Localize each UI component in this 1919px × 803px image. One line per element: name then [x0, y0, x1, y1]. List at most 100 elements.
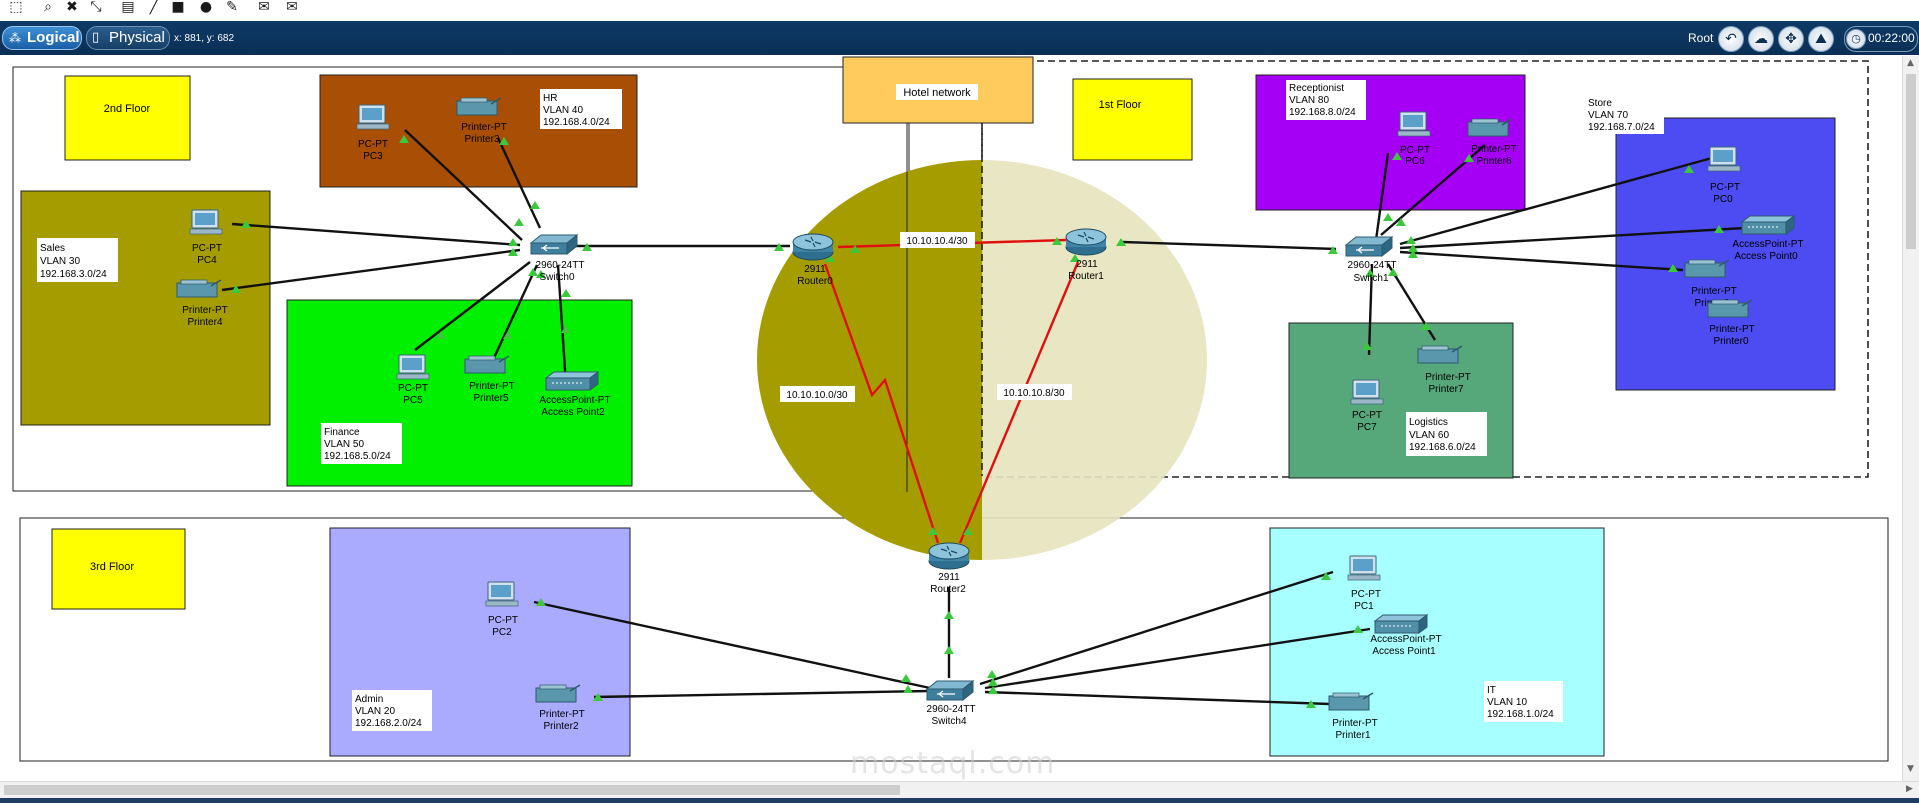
svg-text:Admin: Admin: [355, 694, 383, 705]
delete-icon[interactable]: ✖: [66, 0, 78, 15]
svg-text:Printer6: Printer6: [1476, 156, 1511, 167]
svg-text:Finance: Finance: [324, 427, 360, 438]
router1-device[interactable]: 2911 Router1: [1065, 228, 1107, 282]
horizontal-scrollbar[interactable]: ▶: [0, 781, 1919, 799]
svg-text:Printer-PT: Printer-PT: [1332, 718, 1378, 729]
svg-text:Printer-PT: Printer-PT: [461, 122, 507, 133]
link-label-bg-r1r2: [997, 384, 1072, 400]
router0-device[interactable]: 2911 Router0: [792, 233, 834, 287]
pc3-device[interactable]: PC-PT PC3: [356, 104, 390, 162]
ethernet-links: [221, 129, 1746, 706]
router2-device[interactable]: 2911 Router2: [928, 542, 970, 595]
scroll-down-icon[interactable]: ▼: [1907, 764, 1914, 774]
svg-text:PC-PT: PC-PT: [398, 383, 428, 394]
background-image-icon[interactable]: ⛰: [1808, 26, 1834, 52]
note-icon[interactable]: ▤: [121, 0, 135, 15]
svg-text:2911: 2911: [804, 264, 826, 275]
topology-canvas[interactable]: 2nd Floor 1st Floor 3rd Floor Hotel netw…: [0, 56, 1902, 781]
svg-text:PC-PT: PC-PT: [192, 243, 222, 254]
svg-text:Store: Store: [1588, 98, 1612, 109]
simulation-time: 00:22:00: [1868, 31, 1915, 45]
freeform-icon[interactable]: ✎: [226, 0, 238, 15]
printer3-device[interactable]: Printer-PT Printer3: [456, 97, 507, 145]
top-toolbar: ⬚ ⌕ ✖ ⤡ ▤ ╱ ■ ● ✎ ✉ ✉: [0, 0, 1919, 20]
horizontal-scroll-thumb[interactable]: [4, 785, 900, 795]
svg-text:PC7: PC7: [1357, 422, 1377, 433]
switch1-device[interactable]: 2960-24TT Switch1: [1345, 236, 1396, 284]
pc2-device[interactable]: PC-PT PC2: [485, 581, 519, 638]
second-floor-label: 2nd Floor: [104, 103, 151, 115]
printer4-device[interactable]: Printer-PT Printer4: [176, 279, 228, 328]
svg-text:Switch1: Switch1: [1353, 273, 1388, 284]
scroll-up-icon[interactable]: ▲: [1907, 58, 1914, 68]
svg-text:Router1: Router1: [1068, 271, 1104, 282]
hotel-network-label-bg: [896, 84, 978, 100]
pc7-device[interactable]: PC-PT PC7: [1350, 379, 1384, 433]
svg-text:VLAN 30: VLAN 30: [40, 256, 80, 267]
printer7-device[interactable]: Printer-PT Printer7: [1417, 345, 1471, 395]
printer2-device[interactable]: Printer-PT Printer2: [535, 684, 585, 732]
switch0-device[interactable]: 2960-24TT Switch0: [530, 234, 584, 283]
add-simple-pdu-icon[interactable]: ✉: [258, 0, 270, 15]
svg-text:192.168.6.0/24: 192.168.6.0/24: [1409, 442, 1476, 453]
move-viewport-icon[interactable]: ✥: [1778, 26, 1804, 52]
logical-mode-icon: ⁂: [9, 31, 21, 45]
back-icon[interactable]: ↶: [1718, 26, 1744, 52]
physical-mode-button[interactable]: ▯ Physical: [86, 26, 170, 50]
printer5-device[interactable]: Printer-PT Printer5: [464, 355, 515, 404]
logistics-vlan-label: Logistics VLAN 60 192.168.6.0/24: [1406, 412, 1487, 456]
svg-text:Switch4: Switch4: [931, 716, 966, 727]
pc0-device[interactable]: PC-PT PC0: [1707, 146, 1741, 205]
resize-icon[interactable]: ⤡: [90, 0, 102, 15]
cluster-icon[interactable]: ☁: [1748, 26, 1774, 52]
printer6-device[interactable]: Printer-PT Printer6: [1467, 118, 1517, 167]
link-label-bg-r0r1: [900, 232, 975, 248]
select-icon[interactable]: ⬚: [9, 0, 23, 15]
pc1-device[interactable]: PC-PT PC1: [1347, 555, 1381, 612]
svg-text:PC-PT: PC-PT: [358, 139, 388, 150]
sales-vlan-label: Sales VLAN 30 192.168.3.0/24: [37, 238, 118, 282]
access-point2-device[interactable]: AccessPoint-PT Access Point2: [539, 371, 611, 418]
svg-text:Router2: Router2: [930, 584, 966, 595]
svg-text:2911: 2911: [1076, 259, 1098, 270]
svg-text:PC-PT: PC-PT: [488, 615, 518, 626]
svg-text:192.168.5.0/24: 192.168.5.0/24: [324, 451, 391, 462]
svg-text:VLAN 60: VLAN 60: [1409, 430, 1449, 441]
access-point0-device[interactable]: AccessPoint-PT Access Point0: [1732, 215, 1804, 262]
switch4-device[interactable]: 2960-24TT Switch4: [926, 680, 976, 727]
pc6-device[interactable]: PC-PT PC6: [1397, 111, 1431, 167]
printer1-device[interactable]: Printer-PT Printer1: [1328, 692, 1378, 741]
logical-workspace[interactable]: 2nd Floor 1st Floor 3rd Floor Hotel netw…: [0, 56, 1902, 781]
svg-text:VLAN 20: VLAN 20: [355, 706, 395, 717]
svg-text:2911: 2911: [938, 572, 960, 583]
logical-mode-button[interactable]: ⁂ Logical: [2, 26, 82, 50]
svg-text:VLAN 10: VLAN 10: [1487, 697, 1527, 708]
svg-text:PC0: PC0: [1713, 194, 1733, 205]
add-complex-pdu-icon[interactable]: ✉: [286, 0, 298, 15]
printer0-device[interactable]: Printer-PT Printer0: [1707, 299, 1755, 347]
ellipse-icon[interactable]: ●: [199, 0, 213, 15]
vertical-scroll-thumb[interactable]: [1906, 74, 1916, 249]
link-label-r0r2: 10.10.10.0/30: [786, 390, 848, 401]
access-point1-device[interactable]: AccessPoint-PT Access Point1: [1370, 614, 1442, 657]
rectangle-icon[interactable]: ■: [171, 0, 185, 15]
logical-mode-label: Logical: [27, 29, 80, 46]
svg-text:PC3: PC3: [363, 151, 383, 162]
line-icon[interactable]: ╱: [149, 0, 159, 15]
search-icon[interactable]: ⌕: [44, 0, 52, 15]
svg-text:Access Point0: Access Point0: [1734, 251, 1798, 262]
svg-text:VLAN 80: VLAN 80: [1289, 95, 1329, 106]
link-label-r0r1: 10.10.10.4/30: [906, 236, 968, 247]
svg-text:AccessPoint-PT: AccessPoint-PT: [539, 395, 610, 406]
scroll-right-icon[interactable]: ▶: [1906, 784, 1913, 794]
vertical-scrollbar[interactable]: ▲ ▼: [1902, 56, 1919, 781]
hotel-zone-right: [982, 160, 1207, 560]
second-floor-note: [64, 75, 191, 161]
pc5-device[interactable]: PC-PT PC5: [396, 354, 430, 406]
svg-text:Printer2: Printer2: [543, 721, 578, 732]
svg-text:Printer-PT: Printer-PT: [182, 305, 228, 316]
hr-vlan-label: HR VLAN 40 192.168.4.0/24: [540, 89, 622, 129]
svg-text:PC-PT: PC-PT: [1352, 410, 1382, 421]
pc4-device[interactable]: PC-PT PC4: [189, 209, 223, 266]
first-floor-label: 1st Floor: [1099, 99, 1142, 111]
